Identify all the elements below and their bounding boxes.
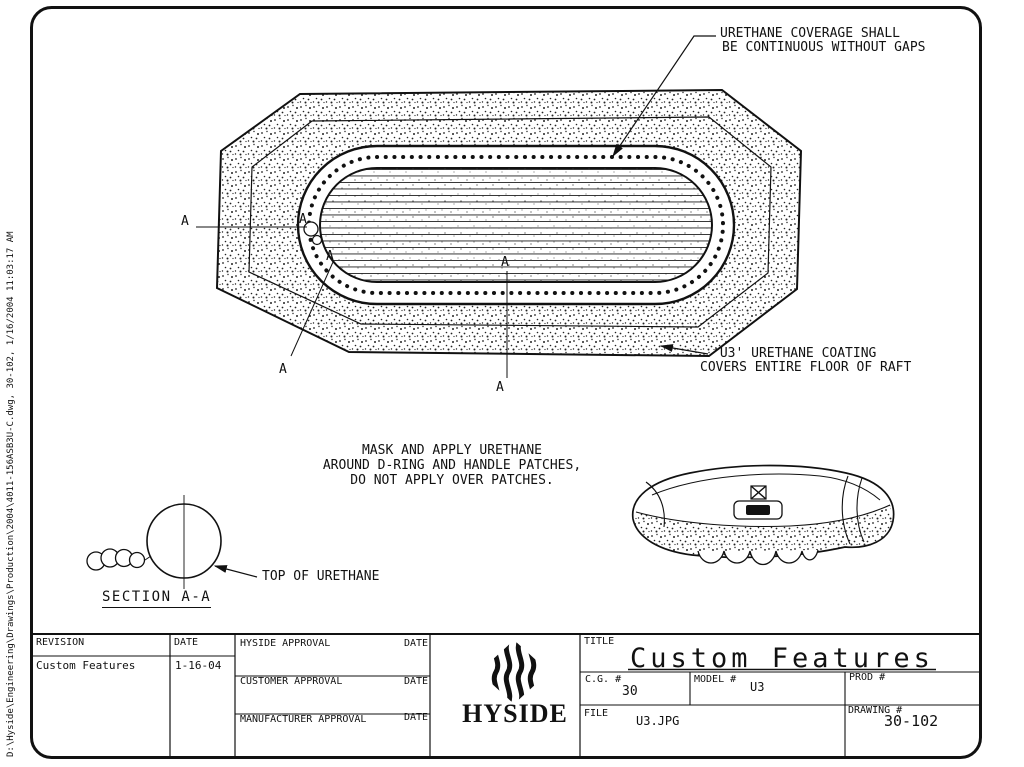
prod-label: PROD # — [849, 672, 886, 683]
cg-value: 30 — [622, 684, 638, 699]
section-marker-a: A — [496, 380, 504, 395]
cg-label: C.G. # — [585, 674, 622, 685]
handle-grip — [746, 505, 770, 515]
section-aa-view — [86, 495, 222, 589]
file-label: FILE — [584, 708, 609, 719]
sheet-border — [30, 6, 982, 759]
model-label: MODEL # — [694, 674, 737, 685]
note-urethane-coverage-line1: URETHANE COVERAGE SHALL — [720, 26, 901, 41]
section-cut-line-diagonal — [290, 261, 334, 357]
manufacturer-approval-date-label: DATE — [404, 712, 429, 723]
customer-approval-date-label: DATE — [404, 676, 429, 687]
section-aa-label: SECTION A-A — [102, 590, 212, 608]
title-block-grid — [32, 633, 980, 756]
note-mask-line2: AROUND D-RING AND HANDLE PATCHES, — [322, 458, 582, 473]
left-tube-end-line — [645, 481, 665, 528]
drawing-number-label: DRAWING # — [848, 705, 903, 716]
right-tube-end-line — [841, 475, 851, 545]
top-of-urethane-leader — [213, 565, 258, 578]
section-marker-a: A — [181, 214, 189, 229]
urethane-band-edge — [635, 504, 891, 528]
revision-label: REVISION — [36, 637, 85, 648]
section-marker-a: A — [326, 249, 334, 264]
section-marker-a: A — [279, 362, 287, 377]
drawing-title: Custom Features — [630, 643, 934, 674]
note-mask-line1: MASK AND APPLY URETHANE — [361, 443, 542, 458]
leader-lines — [213, 35, 716, 578]
manufacturer-approval-label: MANUFACTURER APPROVAL — [240, 714, 367, 725]
side-view-urethane-band — [633, 505, 893, 558]
customer-approval-label: CUSTOMER APPROVAL — [240, 676, 343, 687]
hyside-approval-date-label: DATE — [404, 638, 429, 649]
note-u3-coating-line1: 'U3' URETHANE COATING — [712, 346, 877, 361]
company-name: HYSIDE — [462, 699, 568, 728]
revision-date-value: 1-16-04 — [175, 659, 222, 672]
model-value: U3 — [750, 680, 765, 694]
plot-stamp-filepath: D:\Hyside\Engineering\Drawings\Productio… — [6, 231, 16, 757]
valve-circle-large — [303, 221, 319, 237]
title-label: TITLE — [584, 636, 615, 647]
floor-wrap-bump — [128, 551, 146, 569]
drawing-number-value: 30-102 — [884, 712, 939, 730]
raft-floor-stipple — [320, 168, 712, 282]
section-marker-a: A — [299, 212, 307, 227]
coverage-leader — [612, 35, 716, 158]
lacing-hole-ring — [307, 155, 725, 295]
coating-leader — [659, 344, 709, 355]
right-tube-end-line — [856, 477, 865, 543]
valve-circle-small — [311, 234, 323, 246]
top-of-urethane-label: TOP OF URETHANE — [262, 569, 380, 584]
floor-wrap-connector — [144, 555, 152, 561]
note-urethane-coverage-line2: BE CONTINUOUS WITHOUT GAPS — [722, 40, 926, 55]
tube-seam-line — [651, 473, 881, 501]
note-mask-line3: DO NOT APPLY OVER PATCHES. — [350, 473, 554, 488]
note-u3-coating-line2: COVERS ENTIRE FLOOR OF RAFT — [700, 360, 912, 375]
revision-date-label: DATE — [174, 637, 199, 648]
hyside-approval-label: HYSIDE APPROVAL — [240, 638, 331, 649]
raft-inner-octagon — [248, 116, 772, 328]
hyside-logo-icon — [491, 640, 537, 704]
file-value: U3.JPG — [636, 714, 680, 728]
d-ring-cross-line — [750, 485, 767, 500]
raft-side-view — [631, 464, 895, 566]
floor-scallops — [697, 549, 819, 566]
raft-top-view — [196, 88, 803, 378]
section-marker-a: A — [501, 255, 509, 270]
revision-value: Custom Features — [36, 659, 136, 672]
